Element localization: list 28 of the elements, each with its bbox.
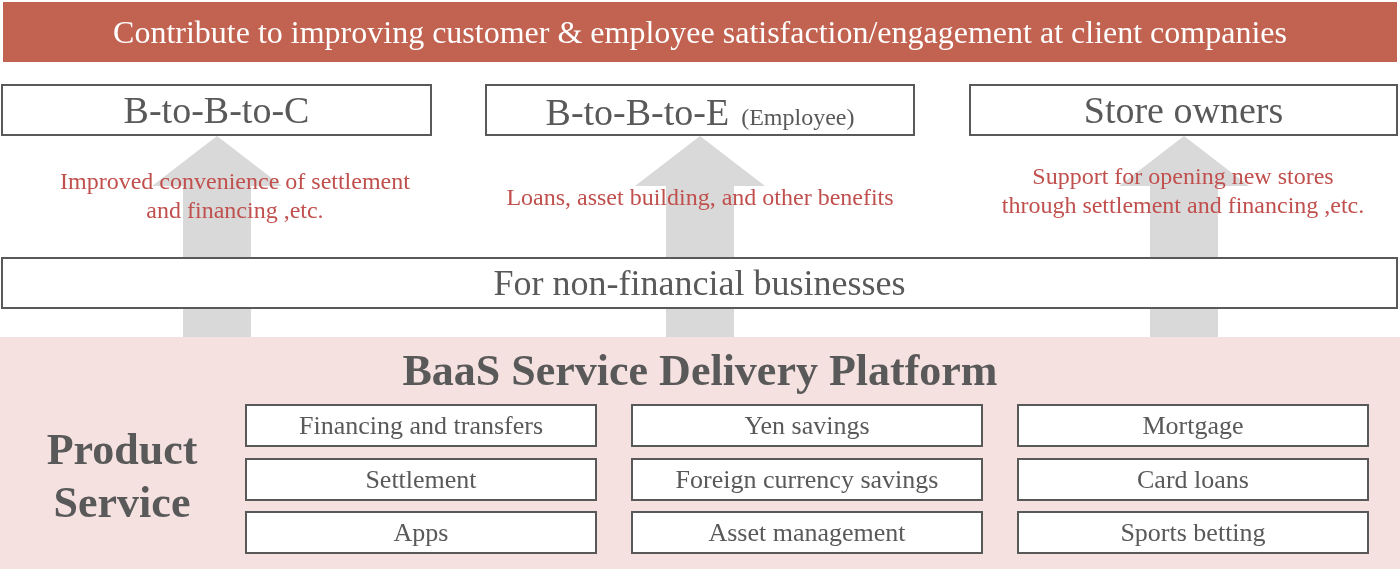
block-arrow — [1119, 136, 1249, 257]
connector-bar — [1150, 309, 1218, 337]
platform-panel — [0, 337, 1400, 569]
product-box: Apps — [245, 511, 597, 554]
segment-box — [485, 84, 915, 136]
product-box: Card loans — [1017, 458, 1369, 501]
product-box: Yen savings — [631, 404, 983, 447]
block-arrow — [152, 136, 282, 257]
edge-label: Loans, asset building, and other benefits — [505, 182, 895, 212]
edge-label: Improved convenience of settlement and financing ,etc. — [59, 167, 411, 225]
product-box: Settlement — [245, 458, 597, 501]
connector-bar — [666, 309, 734, 337]
box-subtitle: (Employee) — [741, 104, 855, 131]
box-title: B-to-B-to-E — [545, 90, 730, 134]
product-box: Foreign currency savings — [631, 458, 983, 501]
segment-box: Store owners — [969, 84, 1398, 136]
segment-box: B-to-B-to-C — [1, 84, 432, 136]
segment-band: For non-financial businesses — [1, 257, 1398, 309]
goal-banner: Contribute to improving customer & employee satisfaction/engagement at client companies — [3, 2, 1397, 62]
block-arrow — [635, 136, 765, 257]
product-box: Mortgage — [1017, 404, 1369, 447]
product-box: Sports betting — [1017, 511, 1369, 554]
connector-bar — [183, 309, 251, 337]
edge-label: Support for opening new stores through settlement and financing ,etc. — [1000, 162, 1366, 220]
section-heading: Product Service — [45, 424, 199, 529]
product-box: Asset management — [631, 511, 983, 554]
product-box: Financing and transfers — [245, 404, 597, 447]
platform-title: BaaS Service Delivery Platform — [401, 345, 999, 397]
